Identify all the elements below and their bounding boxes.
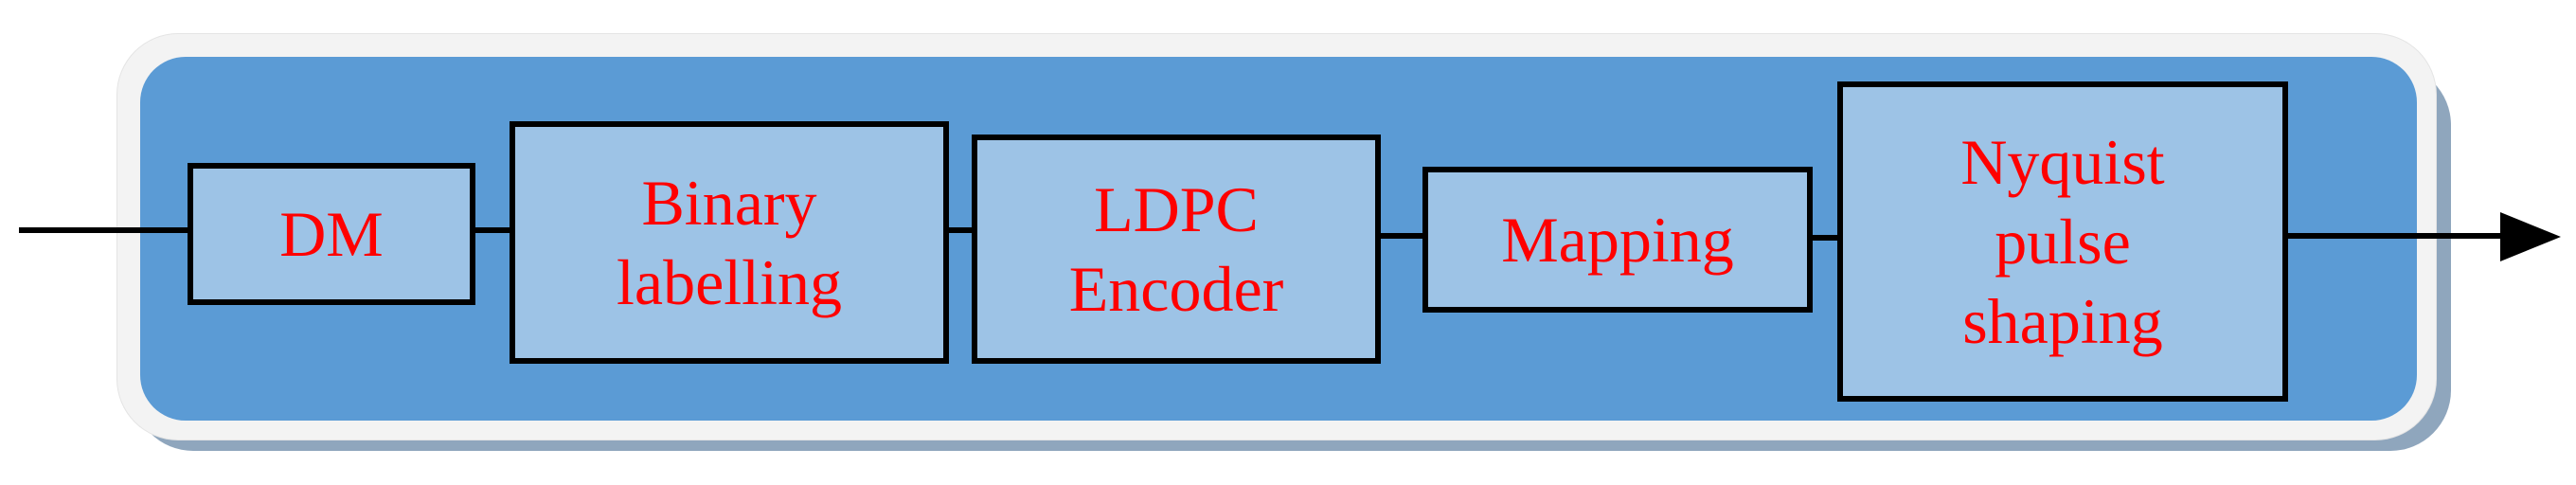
binary-labelling-label-line-1: Binary (641, 167, 817, 239)
binary-labelling-label-line-2: labelling (617, 246, 842, 318)
nyquist-pulse-shaping-label-line-1: Nyquist (1960, 126, 2165, 198)
binary-labelling-block: Binary labelling (510, 121, 949, 364)
ldpc-encoder-block: LDPC Encoder (972, 135, 1381, 364)
wire-dm-to-binary-labelling (470, 227, 515, 233)
wire-mapping-to-nyquist-pulse-shaping (1807, 235, 1843, 241)
wire-ldpc-encoder-to-mapping (1375, 233, 1428, 239)
nyquist-pulse-shaping-label-line-2: pulse (1995, 206, 2131, 278)
output-wire (2282, 233, 2506, 239)
output-arrow-icon (2500, 212, 2561, 261)
wire-binary-labelling-to-ldpc-encoder (943, 227, 977, 233)
mapping-block-label: Mapping (1501, 204, 1734, 276)
ldpc-encoder-label-line-1: LDPC (1094, 173, 1259, 245)
mapping-block: Mapping (1422, 167, 1813, 313)
dm-block: DM (188, 163, 475, 305)
nyquist-pulse-shaping-block: Nyquist pulse shaping (1837, 81, 2288, 402)
ldpc-encoder-label-line-2: Encoder (1068, 253, 1284, 325)
dm-block-label: DM (279, 198, 384, 270)
nyquist-pulse-shaping-label-line-3: shaping (1962, 285, 2163, 357)
input-wire (19, 227, 189, 233)
